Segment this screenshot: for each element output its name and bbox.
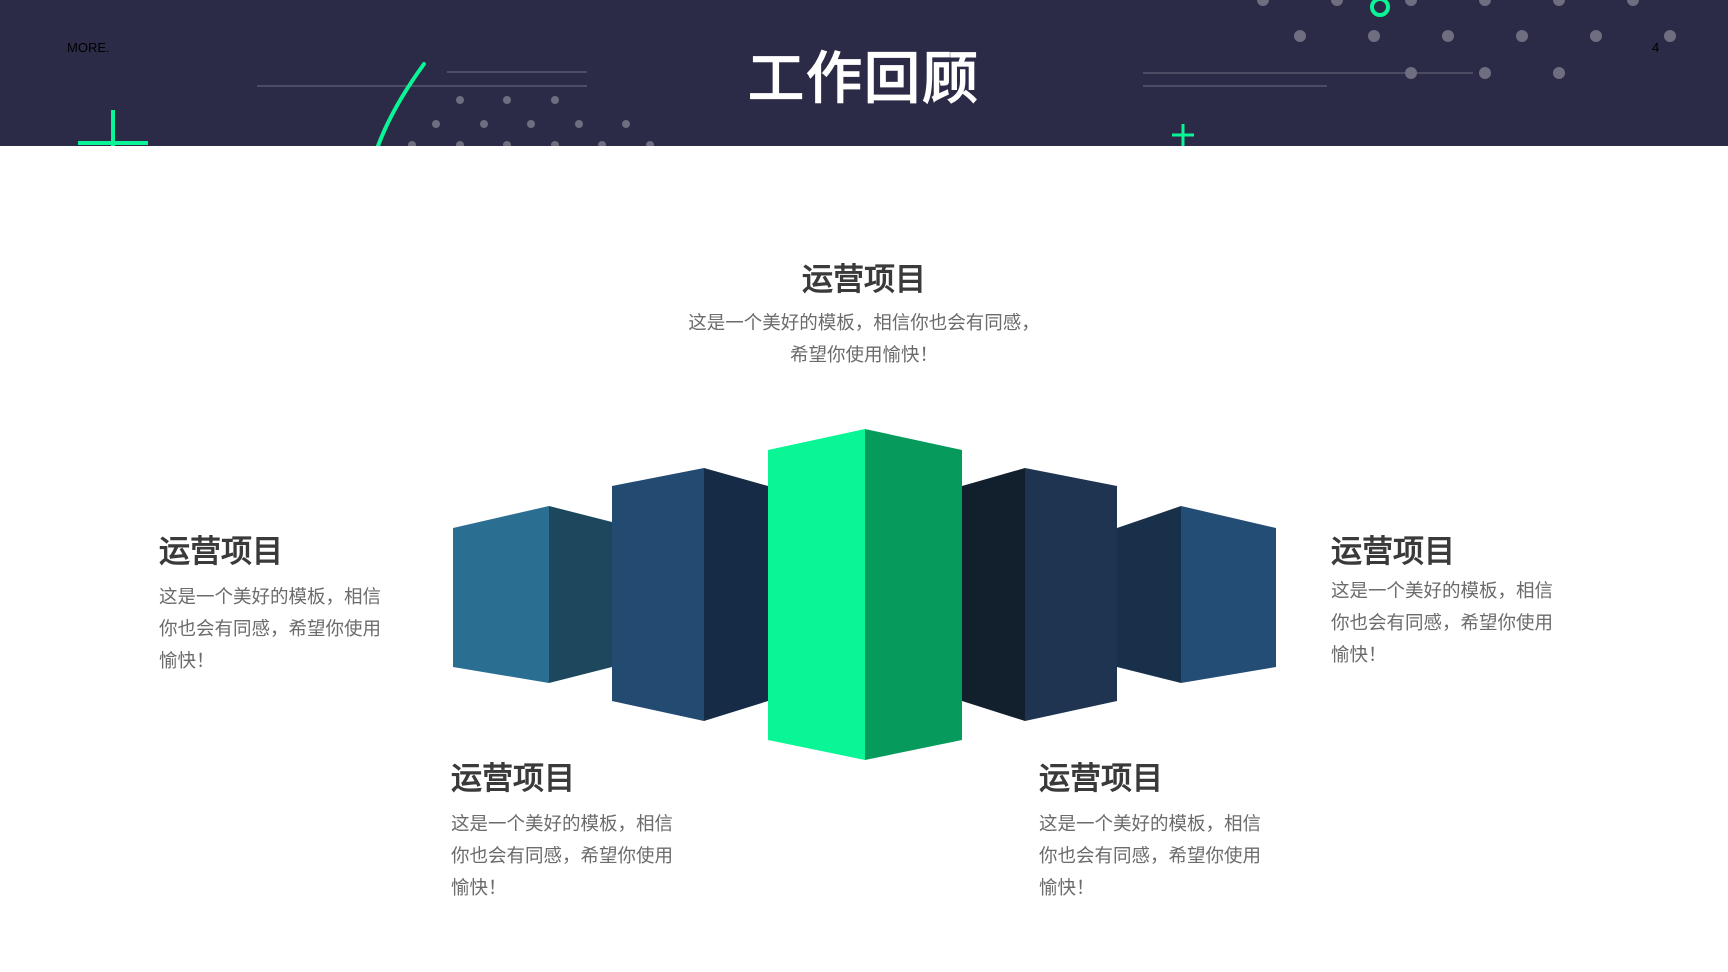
description-line: 这是一个美好的模板，相信: [159, 587, 382, 608]
info-block-bottom-left: 运营项目 这是一个美好的模板，相信 你也会有同感，希望你使用 愉快！: [451, 759, 701, 905]
info-block-top: 运营项目 这是一个美好的模板，相信你也会有同感， 希望你使用愉快！: [664, 260, 1064, 372]
dot-grid-right: [1257, 0, 1676, 79]
more-label: MORE.: [67, 40, 110, 55]
description-line: 这是一个美好的模板，相信: [1331, 581, 1554, 602]
description-line: 你也会有同感，希望你使用: [159, 619, 382, 640]
bar-3-front: [768, 429, 865, 760]
block-title: 运营项目: [1331, 534, 1455, 570]
bar-5-side: [1117, 506, 1181, 683]
header-lines: [257, 71, 1473, 87]
page-title: 工作回顾: [748, 46, 980, 112]
bar-3-side: [865, 429, 962, 760]
description-line: 愉快！: [1331, 645, 1387, 666]
page-number: 4: [1652, 40, 1660, 55]
bar-4-side: [962, 468, 1025, 721]
block-description: 这是一个美好的模板，相信你也会有同感， 希望你使用愉快！: [664, 308, 1064, 372]
description-line: 希望你使用愉快！: [789, 345, 938, 366]
green-ring-icon: [1370, 0, 1390, 17]
description-line: 你也会有同感，希望你使用: [451, 846, 674, 867]
bar-2-front: [612, 468, 704, 721]
block-title: 运营项目: [451, 761, 575, 797]
block-description: 这是一个美好的模板，相信 你也会有同感，希望你使用 愉快！: [1039, 809, 1289, 905]
description-line: 愉快！: [1039, 878, 1095, 899]
block-title: 运营项目: [159, 534, 283, 570]
info-block-left: 运营项目 这是一个美好的模板，相信 你也会有同感，希望你使用 愉快！: [159, 532, 409, 678]
info-block-bottom-right: 运营项目 这是一个美好的模板，相信 你也会有同感，希望你使用 愉快！: [1039, 759, 1289, 905]
block-description: 这是一个美好的模板，相信 你也会有同感，希望你使用 愉快！: [451, 809, 701, 905]
description-line: 愉快！: [159, 651, 215, 672]
description-line: 这是一个美好的模板，相信你也会有同感，: [688, 313, 1040, 334]
description-line: 这是一个美好的模板，相信: [1039, 814, 1262, 835]
bar-1-side: [549, 506, 612, 683]
green-plus-icon-left: [78, 110, 148, 146]
green-plus-icon-right: [1172, 124, 1194, 146]
header-banner: MORE. 工作回顾 4: [0, 0, 1728, 146]
bar-1-front: [453, 506, 549, 683]
bar-2-side: [704, 468, 768, 721]
block-title: 运营项目: [802, 262, 926, 298]
header-decoration: [78, 0, 1676, 146]
block-description: 这是一个美好的模板，相信 你也会有同感，希望你使用 愉快！: [159, 582, 409, 678]
bar-5-front: [1181, 506, 1276, 683]
dot-grid-left: [408, 96, 654, 146]
description-line: 你也会有同感，希望你使用: [1039, 846, 1262, 867]
block-title: 运营项目: [1039, 761, 1163, 797]
info-block-right: 运营项目 这是一个美好的模板，相信 你也会有同感，希望你使用 愉快！: [1331, 532, 1581, 672]
block-description: 这是一个美好的模板，相信 你也会有同感，希望你使用 愉快！: [1331, 576, 1581, 672]
description-line: 你也会有同感，希望你使用: [1331, 613, 1554, 634]
green-arc-decoration: [376, 62, 426, 146]
description-line: 这是一个美好的模板，相信: [451, 814, 674, 835]
bar-4-front: [1025, 468, 1117, 721]
description-line: 愉快！: [451, 878, 507, 899]
